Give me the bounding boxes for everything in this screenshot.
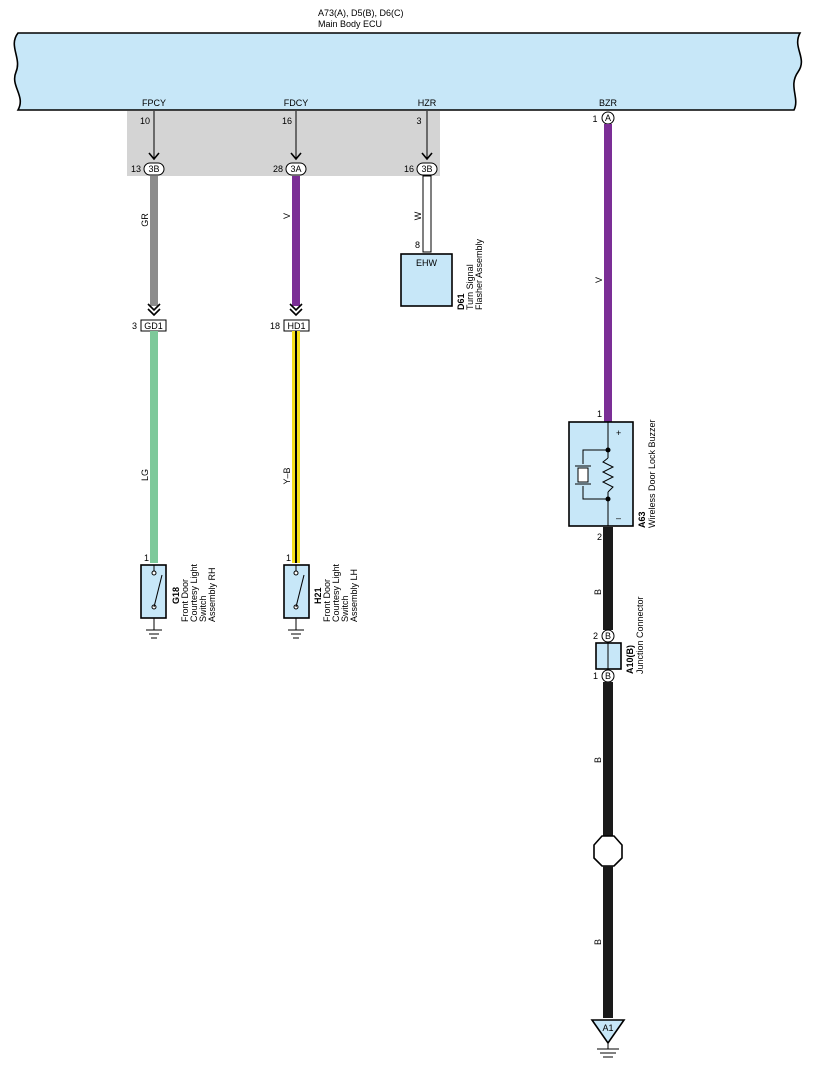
flasher-box bbox=[400, 253, 453, 307]
ground-icon bbox=[288, 629, 304, 639]
bzr-connector-code: A bbox=[605, 113, 611, 123]
buzzer-plus: + bbox=[616, 428, 621, 438]
jc-pin-bottom: 1 bbox=[593, 671, 598, 681]
splice-octagon bbox=[593, 835, 623, 867]
terminal-bzr: BZR bbox=[599, 98, 618, 108]
terminal-fdcy: FDCY bbox=[284, 98, 309, 108]
flasher-pin: 8 bbox=[415, 240, 420, 250]
switch-pin: 1 bbox=[286, 553, 291, 563]
flasher-name-1: Turn Signal bbox=[465, 264, 475, 310]
ground-point-triangle bbox=[590, 1019, 626, 1045]
switch-lever bbox=[295, 574, 305, 608]
wire-label-b-2: B bbox=[593, 757, 603, 763]
pin-fdcy: 16 bbox=[282, 116, 292, 126]
junction-code: 3B bbox=[421, 164, 432, 174]
ecu-name: Main Body ECU bbox=[318, 19, 382, 29]
switch-line-2: Courtesy Light bbox=[189, 563, 199, 622]
switch-line-4: Assembly RH bbox=[207, 567, 217, 622]
wire-bzr-v bbox=[604, 124, 612, 422]
jc-connector-code: B bbox=[605, 631, 611, 641]
wire-b-3 bbox=[603, 866, 613, 1018]
jc-connector-top bbox=[601, 629, 615, 643]
jc-name: Junction Connector bbox=[635, 596, 645, 674]
flasher-name-2: Flasher Assembly bbox=[474, 238, 484, 310]
connector-code: GD1 bbox=[144, 321, 163, 331]
junction-code: 3B bbox=[148, 164, 159, 174]
chevron-icon bbox=[289, 303, 303, 317]
ground-icon bbox=[146, 629, 162, 639]
switch-contact bbox=[151, 570, 157, 576]
connector-pin: 3 bbox=[132, 321, 137, 331]
connector-code: HD1 bbox=[287, 321, 305, 331]
buzzer-branch bbox=[582, 449, 608, 464]
switch-code: G18 bbox=[171, 587, 181, 604]
ecu-body bbox=[13, 32, 803, 111]
wire-b-2 bbox=[603, 682, 613, 838]
switch-line-1: Front Door bbox=[322, 579, 332, 622]
switch-contact bbox=[293, 570, 299, 576]
switch-line-3: Switch bbox=[198, 595, 208, 622]
switch-pin: 1 bbox=[144, 553, 149, 563]
piezo-icon bbox=[577, 467, 589, 483]
buzzer-pin-in: 1 bbox=[597, 409, 602, 419]
wire-label-y-b: Y–B bbox=[282, 467, 292, 484]
pin-bzr: 1 bbox=[592, 114, 597, 124]
switch-line-1: Front Door bbox=[180, 579, 190, 622]
buzzer-branch bbox=[582, 486, 608, 500]
flasher-terminal: EHW bbox=[416, 258, 438, 268]
wire-b-1 bbox=[603, 527, 613, 630]
chevron-icon bbox=[148, 152, 160, 161]
wire-v bbox=[292, 176, 300, 306]
switch-lever bbox=[153, 574, 163, 608]
junction-pin: 16 bbox=[404, 164, 414, 174]
junction-pill-fpcy bbox=[143, 162, 165, 176]
terminal-fpcy: FPCY bbox=[142, 98, 166, 108]
jc-code: A10(B) bbox=[625, 645, 635, 674]
buzzer-pin-out: 2 bbox=[597, 532, 602, 542]
flasher-code: D61 bbox=[456, 293, 466, 310]
jc-connector-code: B bbox=[605, 671, 611, 681]
wire-label-bzr-v: V bbox=[594, 277, 604, 283]
buzzer-minus: – bbox=[616, 513, 621, 523]
chevron-icon bbox=[290, 152, 302, 161]
chevron-icon bbox=[147, 303, 161, 317]
wire-label-w: W bbox=[413, 211, 423, 220]
ecu-codes: A73(A), D5(B), D6(C) bbox=[318, 8, 404, 18]
junction-pin: 28 bbox=[273, 164, 283, 174]
pin-hzr: 3 bbox=[416, 116, 421, 126]
wire-label-b-3: B bbox=[593, 939, 603, 945]
harness-zone bbox=[127, 111, 440, 176]
junction-pill-hzr bbox=[416, 162, 438, 176]
chevron-icon bbox=[421, 152, 433, 161]
ground-point-code: A1 bbox=[602, 1023, 613, 1033]
jc-pin-top: 2 bbox=[593, 631, 598, 641]
pin-fpcy: 10 bbox=[140, 116, 150, 126]
switch-line-3: Switch bbox=[340, 595, 350, 622]
switch-line-2: Courtesy Light bbox=[331, 563, 341, 622]
switch-code: H21 bbox=[313, 587, 323, 604]
wire-label-b-1: B bbox=[593, 589, 603, 595]
wire-label-gr: GR bbox=[140, 213, 150, 227]
buzzer-code: A63 bbox=[637, 511, 647, 528]
junction-pin: 13 bbox=[131, 164, 141, 174]
wire-label-lg: LG bbox=[140, 469, 150, 481]
connector-pin: 18 bbox=[270, 321, 280, 331]
wire-w bbox=[422, 175, 432, 253]
wire-gr bbox=[150, 176, 158, 306]
ground-icon bbox=[597, 1043, 619, 1058]
terminal-hzr: HZR bbox=[418, 98, 437, 108]
switch-line-4: Assembly LH bbox=[349, 569, 359, 622]
resistor-icon bbox=[601, 457, 615, 493]
junction-code: 3A bbox=[290, 164, 301, 174]
wire-lg bbox=[150, 331, 158, 563]
junction-pill-fdcy bbox=[285, 162, 307, 176]
wire-label-v: V bbox=[282, 213, 292, 219]
buzzer-name: Wireless Door Lock Buzzer bbox=[647, 419, 657, 528]
